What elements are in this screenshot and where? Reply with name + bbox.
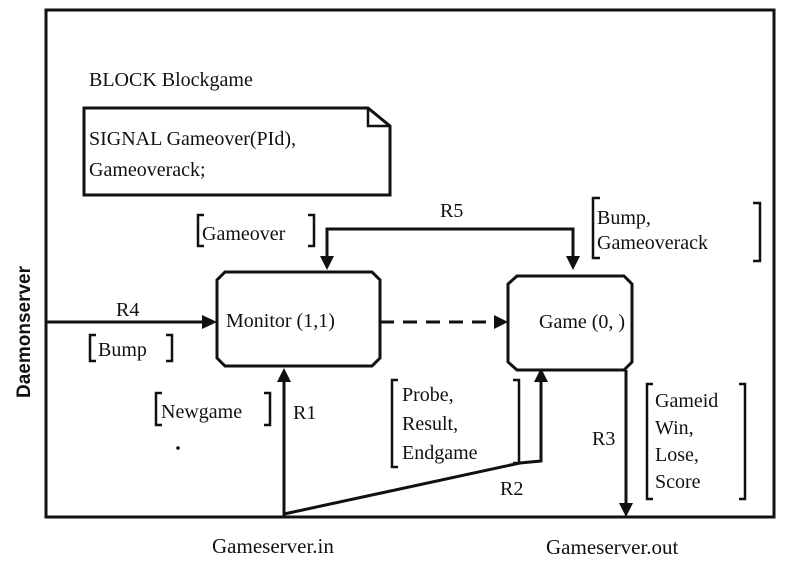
route-r3-signal-2: Win, (655, 417, 694, 439)
arrowhead-icon (320, 256, 334, 270)
route-r1-signal: Newgame (161, 401, 242, 423)
route-r3-label: R3 (592, 428, 615, 450)
route-r4: R4 Bump (46, 299, 217, 363)
block-frame (44, 8, 776, 519)
route-r5: R5 Gameover Bump, Gameoverack (196, 196, 762, 270)
route-r5-label: R5 (440, 200, 463, 222)
route-r5-signal-to-monitor: Gameover (202, 223, 286, 245)
arrowhead-icon (534, 368, 548, 382)
route-r3-signal-1: Gameid (655, 390, 718, 412)
channel-gameserver-in-label: Gameserver.in (212, 534, 334, 558)
route-r2-signal-1: Probe, (402, 384, 454, 406)
arrowhead-icon (277, 368, 291, 382)
signal-declaration-line-1: SIGNAL Gameover(PId), (89, 128, 296, 150)
route-r5-signal-to-game-1: Bump, (597, 207, 651, 229)
speck (176, 446, 180, 450)
route-r3-signal-3: Lose, (655, 444, 699, 466)
process-game[interactable]: Game (0, ) (506, 274, 634, 372)
route-r5-signal-to-game-2: Gameoverack (597, 232, 708, 254)
route-r2-signal-3: Endgame (402, 442, 478, 464)
signal-declaration-line-2: Gameoverack; (89, 159, 206, 181)
process-monitor[interactable]: Monitor (1,1) (215, 270, 382, 368)
arrowhead-icon (619, 503, 633, 517)
route-r3: R3 Gameid Win, Lose, Score (592, 370, 747, 517)
channel-gameserver-out-label: Gameserver.out (546, 535, 679, 559)
create-line (380, 315, 508, 329)
process-monitor-label: Monitor (1,1) (226, 310, 335, 332)
arrowhead-icon (494, 315, 508, 329)
route-r1: R1 Newgame (154, 368, 316, 517)
arrowhead-icon (566, 256, 580, 270)
route-r2: R2 Probe, Result, Endgame (283, 368, 548, 516)
route-r1-label: R1 (293, 402, 316, 424)
process-game-label: Game (0, ) (539, 311, 625, 333)
route-r4-label: R4 (116, 299, 139, 321)
channel-daemonserver-label: Daemonserver (14, 265, 35, 398)
arrowhead-icon (202, 315, 217, 329)
route-r3-signal-4: Score (655, 471, 701, 493)
route-r2-signal-2: Result, (402, 413, 458, 435)
route-r2-label: R2 (500, 478, 523, 500)
block-title: BLOCK Blockgame (89, 69, 253, 91)
route-r4-signal: Bump (98, 339, 147, 361)
signal-declaration: SIGNAL Gameover(PId), Gameoverack; (82, 106, 392, 197)
